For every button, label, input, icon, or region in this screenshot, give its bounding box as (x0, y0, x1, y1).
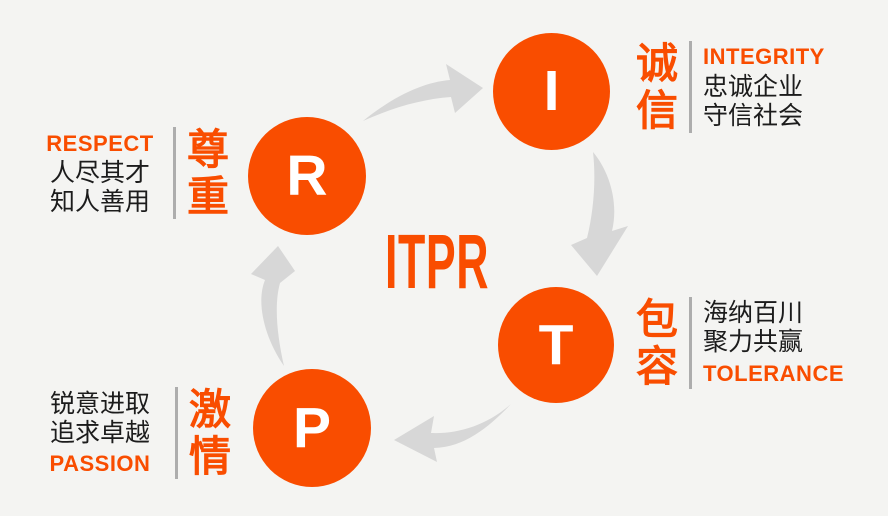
integrity-cn-char-1: 诚 (636, 40, 679, 87)
integrity-desc-line-1: 忠诚企业 (703, 73, 804, 101)
curved-arrow-passion-to-respect-icon (251, 246, 295, 366)
passion-label-group: 锐意进取 追求卓越 PASSION 激 情 (36, 386, 231, 480)
tolerance-label-group: 包 容 海纳百川 聚力共赢 TOLERANCE (636, 296, 844, 390)
passion-cn-char-2: 情 (189, 433, 232, 480)
tolerance-en-label: TOLERANCE (703, 361, 845, 386)
passion-node-letter: P (292, 395, 332, 460)
vertical-divider (689, 297, 693, 389)
tolerance-desc: 海纳百川 聚力共赢 TOLERANCE (703, 299, 844, 387)
integrity-desc-line-2: 守信社会 (703, 102, 804, 130)
respect-cn-char-1: 尊 (187, 126, 230, 173)
tolerance-node-letter: T (538, 312, 574, 377)
vertical-divider (175, 387, 178, 479)
respect-desc-line-1: 人尽其才 (49, 158, 150, 187)
tolerance-cn-label: 包 容 (636, 296, 678, 390)
curved-arrow-respect-to-integrity-icon (363, 64, 483, 121)
passion-desc: 锐意进取 追求卓越 PASSION (36, 390, 164, 477)
tolerance-desc-line-2: 聚力共赢 (703, 328, 804, 356)
curved-arrow-tolerance-to-passion-icon (394, 404, 511, 462)
tolerance-cn-char-1: 包 (636, 296, 679, 343)
passion-cn-char-1: 激 (189, 386, 232, 433)
tolerance-cn-char-2: 容 (636, 343, 679, 390)
tolerance-node-circle: T (498, 287, 614, 403)
passion-desc-line-1: 锐意进取 (49, 389, 150, 418)
integrity-label-group: 诚 信 INTEGRITY 忠诚企业 守信社会 (636, 40, 825, 134)
tolerance-desc-line-1: 海纳百川 (703, 299, 804, 327)
respect-cn-label: 尊 重 (187, 126, 229, 220)
vertical-divider (173, 127, 176, 219)
respect-desc: RESPECT 人尽其才 知人善用 (38, 130, 162, 217)
respect-cn-char-2: 重 (187, 173, 230, 220)
respect-en-label: RESPECT (46, 130, 154, 156)
respect-node-circle: R (248, 117, 366, 235)
respect-desc-line-2: 知人善用 (49, 187, 150, 216)
passion-node-circle: P (253, 369, 371, 487)
center-title: ITPR (385, 219, 490, 305)
integrity-node-letter: I (543, 59, 560, 123)
integrity-cn-label: 诚 信 (636, 40, 678, 134)
vertical-divider (689, 41, 693, 133)
respect-label-group: RESPECT 人尽其才 知人善用 尊 重 (38, 126, 229, 220)
integrity-node-circle: I (493, 33, 610, 150)
curved-arrow-integrity-to-tolerance-icon (571, 152, 628, 276)
respect-node-letter: R (286, 143, 328, 208)
integrity-cn-char-2: 信 (636, 87, 679, 134)
integrity-desc: INTEGRITY 忠诚企业 守信社会 (703, 43, 825, 131)
integrity-en-label: INTEGRITY (703, 44, 825, 69)
passion-cn-label: 激 情 (189, 386, 231, 480)
passion-en-label: PASSION (49, 450, 151, 476)
passion-desc-line-2: 追求卓越 (49, 418, 150, 447)
